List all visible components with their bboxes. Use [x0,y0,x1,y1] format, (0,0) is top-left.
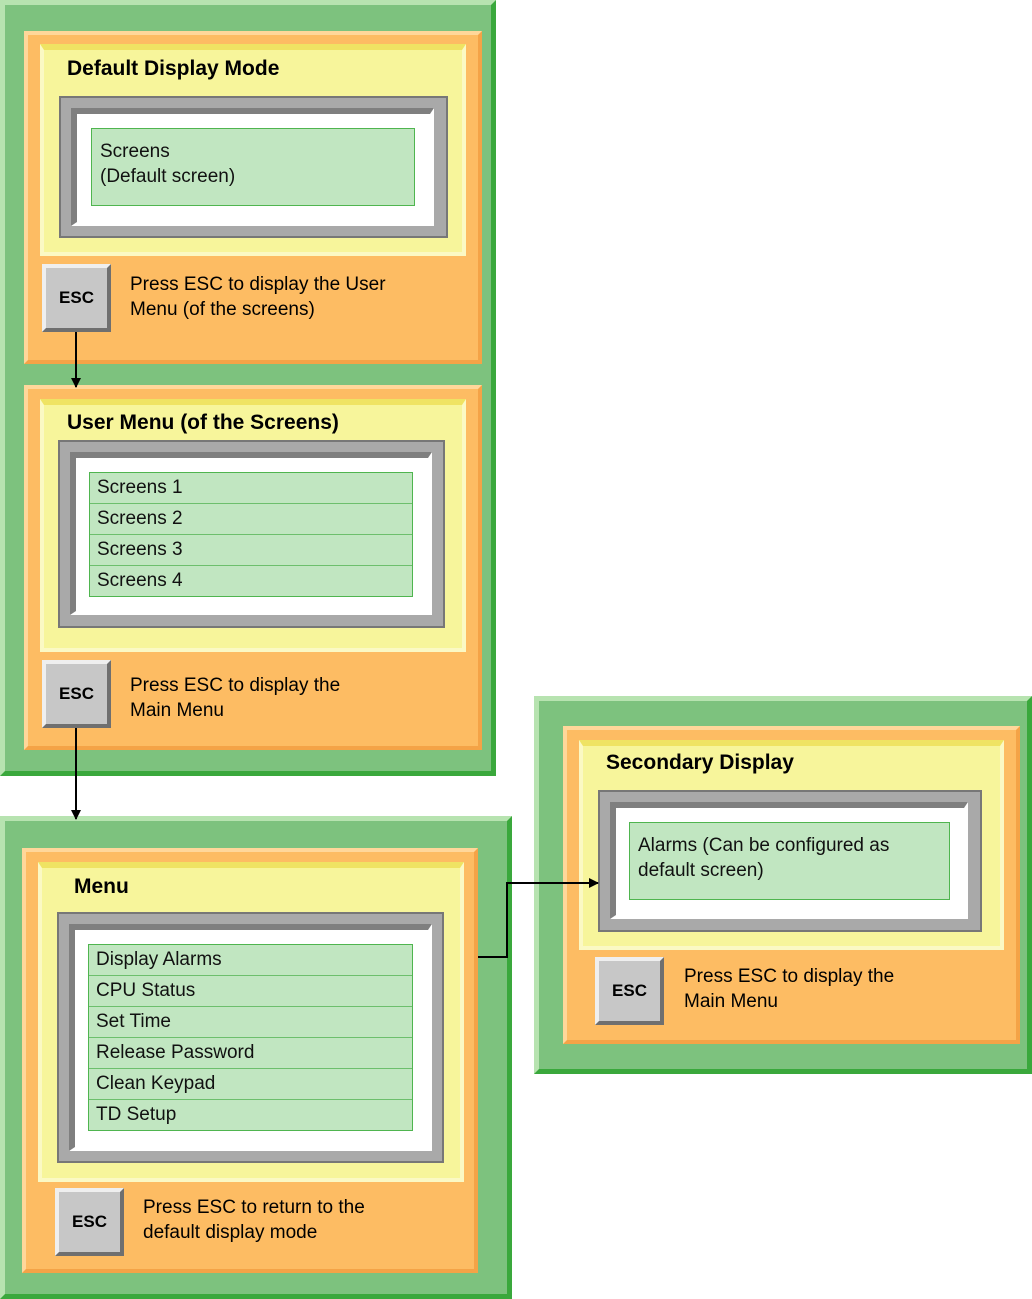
user-menu-lcd: Screens 1 Screens 2 Screens 3 Screens 4 [89,472,413,597]
secondary-lcd: Alarms (Can be configured as default scr… [629,822,950,900]
menu-item-cpu-status[interactable]: CPU Status [89,976,412,1007]
user-menu-title: User Menu (of the Screens) [67,411,339,434]
esc-key-button[interactable]: ESC [55,1188,124,1256]
arrow-menu-to-secondary [478,878,599,958]
esc-key-button[interactable]: ESC [42,660,111,728]
menu-item-set-time[interactable]: Set Time [89,1007,412,1038]
menu-item-td-setup[interactable]: TD Setup [96,1104,177,1125]
secondary-title: Secondary Display [606,751,794,774]
secondary-caption: Press ESC to display the Main Menu [684,966,895,1012]
menu-caption: Press ESC to return to the default displ… [143,1197,365,1243]
menu-item-release-password[interactable]: Release Password [89,1038,412,1069]
menu-lcd: Display Alarms CPU Status Set Time Relea… [88,944,413,1131]
user-menu-caption: Press ESC to display the Main Menu [130,675,341,721]
default-display-caption: Press ESC to display the User Menu (of t… [130,274,386,320]
esc-key-button[interactable]: ESC [595,957,664,1025]
list-item[interactable]: Screens 1 [90,473,412,504]
default-screen-text: Screens (Default screen) [100,141,236,187]
default-display-title: Default Display Mode [67,57,280,80]
menu-item-clean-keypad[interactable]: Clean Keypad [89,1069,412,1100]
list-item[interactable]: Screens 2 [90,504,412,535]
default-display-lcd: Screens (Default screen) [91,128,415,206]
esc-key-button[interactable]: ESC [42,264,111,332]
menu-title: Menu [74,875,129,898]
list-item[interactable]: Screens 3 [90,535,412,566]
list-item[interactable]: Screens 4 [97,570,183,591]
menu-item-display-alarms[interactable]: Display Alarms [89,945,412,976]
secondary-screen-text: Alarms (Can be configured as default scr… [638,835,890,881]
